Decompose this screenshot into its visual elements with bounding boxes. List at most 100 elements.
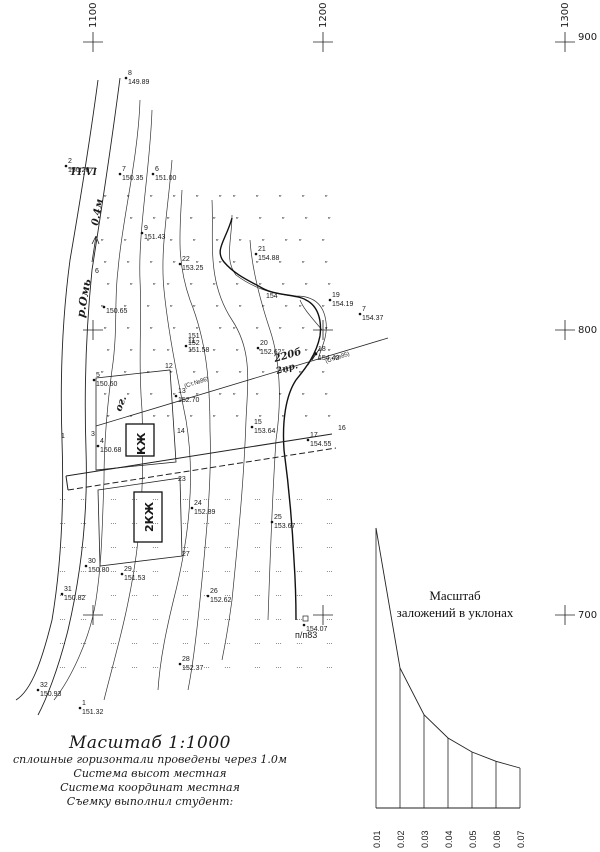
vegetation-mark: …: [254, 519, 261, 526]
vegetation-mark: ″: [193, 371, 196, 378]
vegetation-mark: …: [182, 615, 189, 622]
vegetation-mark: ″: [147, 239, 150, 246]
survey-point-elevation: 153.64: [254, 428, 276, 435]
vegetation-mark: ″: [124, 305, 127, 312]
survey-point-number: 30: [88, 558, 96, 565]
point-numbers: 1 3 12 14 16 23 27 6: [61, 268, 346, 558]
vegetation-mark: ″: [147, 371, 150, 378]
vegetation-mark: ″: [173, 327, 176, 334]
vegetation-mark: …: [326, 639, 333, 646]
vegetation-mark: ″: [213, 415, 216, 422]
vegetation-mark: …: [182, 519, 189, 526]
vegetation-mark: …: [326, 519, 333, 526]
vegetation-mark: ″: [196, 195, 199, 202]
vegetation-mark: ″: [239, 371, 242, 378]
vegetation-mark: ″: [282, 415, 285, 422]
vegetation-mark: …: [59, 615, 66, 622]
survey-point-elevation: 149.89: [128, 79, 150, 86]
survey-point-marker: [190, 506, 194, 510]
vegetation-mark: …: [80, 519, 87, 526]
vegetation-mark: ″: [124, 239, 127, 246]
vegetation-mark: ″: [130, 217, 133, 224]
vegetation-mark: ″: [285, 305, 288, 312]
vegetation-mark: ″: [173, 393, 176, 400]
survey-point-elevation: 154.19: [332, 301, 354, 308]
survey-point-elevation: 152.37: [182, 665, 204, 672]
survey-point: 8 149.89: [124, 70, 150, 86]
vegetation-mark: ″: [328, 349, 331, 356]
vegetation-mark: ″: [107, 283, 110, 290]
survey-point-elevation: 151.43: [144, 234, 166, 241]
vegetation-mark: …: [326, 663, 333, 670]
survey-point-marker: [120, 572, 124, 576]
vegetation-mark: …: [254, 567, 261, 574]
vegetation-mark: ″: [233, 261, 236, 268]
survey-point-number: 26: [210, 588, 218, 595]
road: [65, 433, 337, 491]
survey-point: 25 153.67: [270, 514, 296, 530]
vegetation-mark: …: [152, 615, 159, 622]
vegetation-mark: ″: [173, 261, 176, 268]
point-number: 23: [178, 476, 186, 483]
vegetation-mark: ″: [256, 195, 259, 202]
vegetation-mark: …: [203, 495, 210, 502]
vegetation-mark: …: [131, 591, 138, 598]
vegetation-mark: …: [80, 495, 87, 502]
vegetation-mark: ″: [328, 415, 331, 422]
vegetation-mark: ″: [153, 283, 156, 290]
power-line: [95, 337, 389, 427]
vegetation-mark: …: [131, 495, 138, 502]
vegetation-mark: …: [80, 663, 87, 670]
vegetation-mark: ″: [325, 327, 328, 334]
vegetation-mark: ″: [167, 349, 170, 356]
vegetation-mark: …: [224, 567, 231, 574]
survey-point-elevation: 154.88: [258, 255, 280, 262]
survey-point-number: 8: [128, 70, 132, 77]
vegetation-mark: …: [296, 591, 303, 598]
slope-scale-tick-label: 0.07: [516, 830, 526, 848]
garden-label: ог.: [113, 394, 129, 413]
survey-point-elevation: 150.26: [68, 167, 90, 174]
vegetation-mark: …: [182, 567, 189, 574]
benchmark-label: п/п83: [295, 630, 317, 640]
contour-labels: 154 152 151: [188, 293, 278, 347]
vegetation-mark: …: [326, 495, 333, 502]
vegetation-mark: ″: [302, 327, 305, 334]
vegetation-mark: …: [80, 639, 87, 646]
vegetation-mark: ″: [127, 195, 130, 202]
vegetation-mark: ″: [130, 283, 133, 290]
vegetation-mark: …: [131, 543, 138, 550]
vegetation-mark: …: [296, 615, 303, 622]
vegetation-mark: ″: [147, 305, 150, 312]
survey-point-number: 5: [96, 372, 100, 379]
survey-point-marker: [36, 688, 40, 692]
vegetation-mark: …: [131, 639, 138, 646]
buildings: [125, 423, 163, 543]
survey-point-elevation: 150.65: [106, 308, 128, 315]
survey-point-marker: [256, 346, 260, 350]
survey-point-number: 25: [274, 514, 282, 521]
survey-point-elevation: 153.25: [182, 265, 204, 272]
vegetation-mark: ″: [322, 239, 325, 246]
vegetation-mark: …: [296, 519, 303, 526]
survey-point-number: 15: [254, 419, 262, 426]
survey-point-marker: [60, 592, 64, 596]
survey-point-elevation: 153.67: [274, 523, 296, 530]
vegetation-mark: ″: [325, 261, 328, 268]
vegetation-mark: ″: [233, 327, 236, 334]
survey-point-marker: [314, 352, 318, 356]
house-label-1: КЖ: [135, 432, 148, 455]
legend-line: Система координат местная: [60, 781, 240, 794]
vegetation-mark: ″: [302, 261, 305, 268]
flow-speed: 0.4м: [90, 198, 106, 226]
vegetation-mark: …: [254, 495, 261, 502]
